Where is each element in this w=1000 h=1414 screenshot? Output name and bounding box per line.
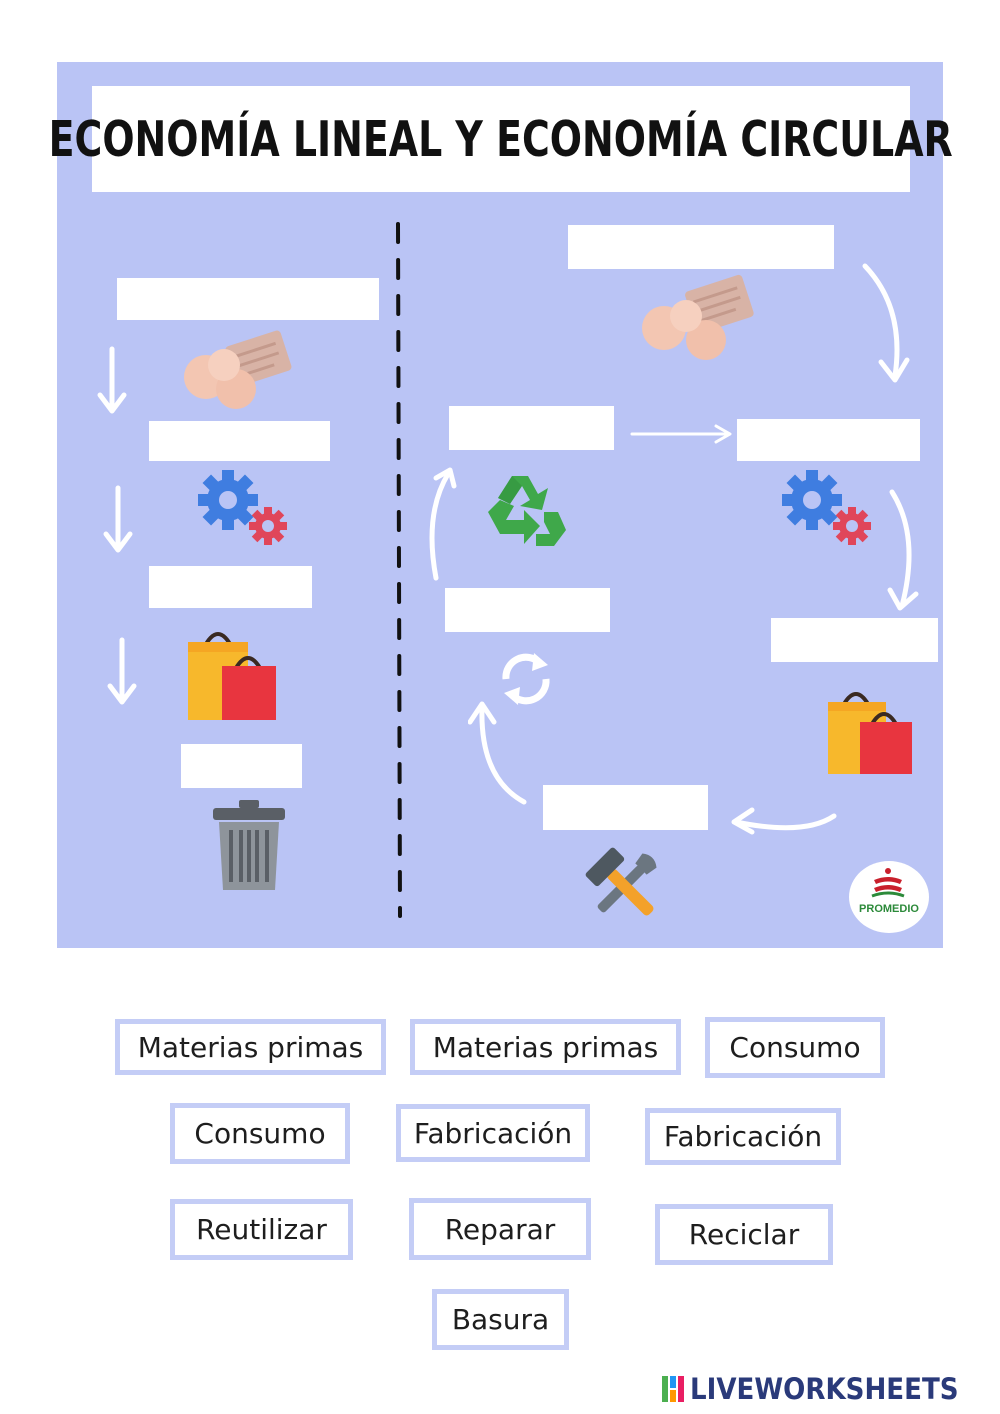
recycle-icon — [488, 476, 566, 546]
trash-can-icon — [213, 800, 285, 890]
raw-materials-icon — [642, 274, 754, 360]
shopping-bags-icon — [188, 632, 276, 720]
curved-arrow-icon — [630, 424, 732, 444]
down-arrow-icon — [97, 346, 127, 414]
repair-tools-icon — [585, 847, 657, 916]
drop-box-circular-5[interactable] — [771, 618, 938, 662]
drop-box-linear-2[interactable] — [149, 421, 330, 461]
dashed-divider — [396, 222, 402, 918]
word-chip-reciclar[interactable]: Reciclar — [655, 1204, 833, 1265]
gears-icon — [198, 470, 287, 545]
word-chip-reparar[interactable]: Reparar — [409, 1198, 591, 1260]
title-box: ECONOMÍA LINEAL Y ECONOMÍA CIRCULAR — [49, 86, 953, 192]
drop-box-circular-1[interactable] — [568, 225, 834, 269]
curved-arrow-icon — [429, 467, 457, 581]
down-arrow-icon — [103, 485, 133, 553]
curved-arrow-icon — [731, 807, 837, 835]
word-chip-basura[interactable]: Basura — [432, 1289, 569, 1350]
drop-box-circular-2[interactable] — [449, 406, 614, 450]
curved-arrow-icon — [887, 489, 919, 611]
drop-box-linear-4[interactable] — [181, 744, 302, 788]
raw-materials-icon — [184, 330, 292, 409]
gears-icon — [782, 470, 871, 545]
drop-box-linear-3[interactable] — [149, 566, 312, 608]
word-chip-consumo[interactable]: Consumo — [170, 1103, 350, 1164]
shopping-bags-icon — [828, 692, 912, 774]
word-chip-fabricacion[interactable]: Fabricación — [645, 1108, 841, 1165]
curved-arrow-icon — [862, 263, 910, 383]
word-chip-materias-primas[interactable]: Materias primas — [115, 1019, 386, 1075]
curved-arrow-icon — [468, 701, 527, 805]
drop-box-linear-1[interactable] — [117, 278, 379, 320]
drop-box-circular-4[interactable] — [445, 588, 610, 632]
word-chip-reutilizar[interactable]: Reutilizar — [170, 1199, 353, 1260]
word-chip-materias-primas[interactable]: Materias primas — [410, 1019, 681, 1075]
promedio-logo-mark — [871, 868, 905, 898]
drop-box-circular-3[interactable] — [737, 419, 920, 461]
reuse-arrows-icon — [502, 653, 550, 705]
down-arrow-icon — [107, 637, 137, 705]
liveworksheets-text: LIVEWORKSHEETS — [689, 1372, 959, 1406]
word-chip-fabricacion[interactable]: Fabricación — [396, 1104, 590, 1162]
liveworksheets-logo-icon — [661, 1376, 684, 1402]
promedio-logo-text: PROMEDIO — [859, 903, 919, 915]
worksheet-title: ECONOMÍA LINEAL Y ECONOMÍA CIRCULAR — [48, 110, 954, 168]
drop-box-circular-6[interactable] — [543, 785, 708, 830]
word-chip-consumo[interactable]: Consumo — [705, 1017, 885, 1078]
liveworksheets-brand[interactable]: LIVEWORKSHEETS — [661, 1372, 988, 1406]
